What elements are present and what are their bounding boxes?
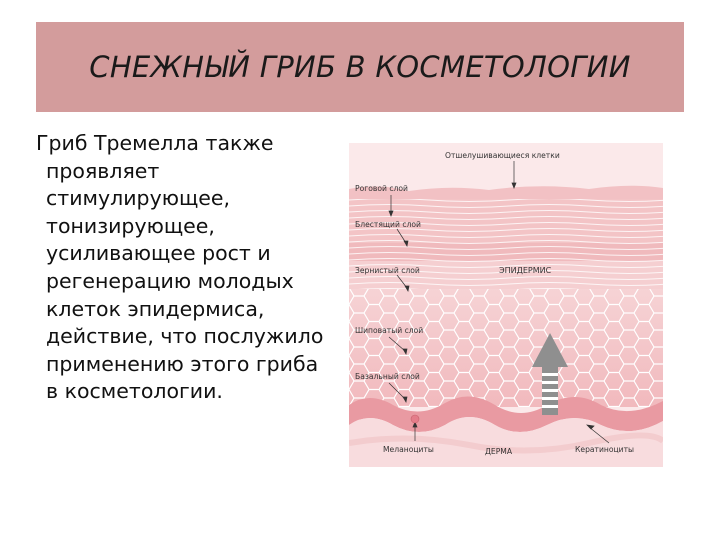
slide-title: СНЕЖНЫЙ ГРИБ В КОСМЕТОЛОГИИ xyxy=(89,50,631,84)
title-bar: СНЕЖНЫЙ ГРИБ В КОСМЕТОЛОГИИ xyxy=(36,22,684,112)
label-stratum-spinosum: Шиповатый слой xyxy=(355,326,424,335)
exfoliating-cells xyxy=(349,185,663,201)
body-paragraph: Гриб Тремелла также проявляет стимулирую… xyxy=(36,131,324,404)
label-dermis: ДЕРМА xyxy=(485,447,513,456)
label-melanocytes: Меланоциты xyxy=(383,445,434,454)
label-stratum-corneum: Роговой слой xyxy=(355,184,408,193)
label-stratum-granulosum: Зернистый слой xyxy=(355,266,420,275)
label-stratum-basale: Базальный слой xyxy=(355,372,420,381)
stratum-basale xyxy=(349,396,663,432)
body-text: Гриб Тремелла также проявляет стимулирую… xyxy=(36,130,336,406)
skin-layers-diagram: Отшелушивающиеся клетки Роговой слой Бле… xyxy=(349,143,663,467)
label-keratinocytes: Кератиноциты xyxy=(575,445,635,454)
label-exfoliating-cells: Отшелушивающиеся клетки xyxy=(445,151,560,160)
label-epidermis: ЭПИДЕРМИС xyxy=(499,266,552,275)
label-stratum-lucidum: Блестящий слой xyxy=(355,220,421,229)
dermis xyxy=(349,417,663,467)
skin-layers-illustration xyxy=(349,143,663,467)
